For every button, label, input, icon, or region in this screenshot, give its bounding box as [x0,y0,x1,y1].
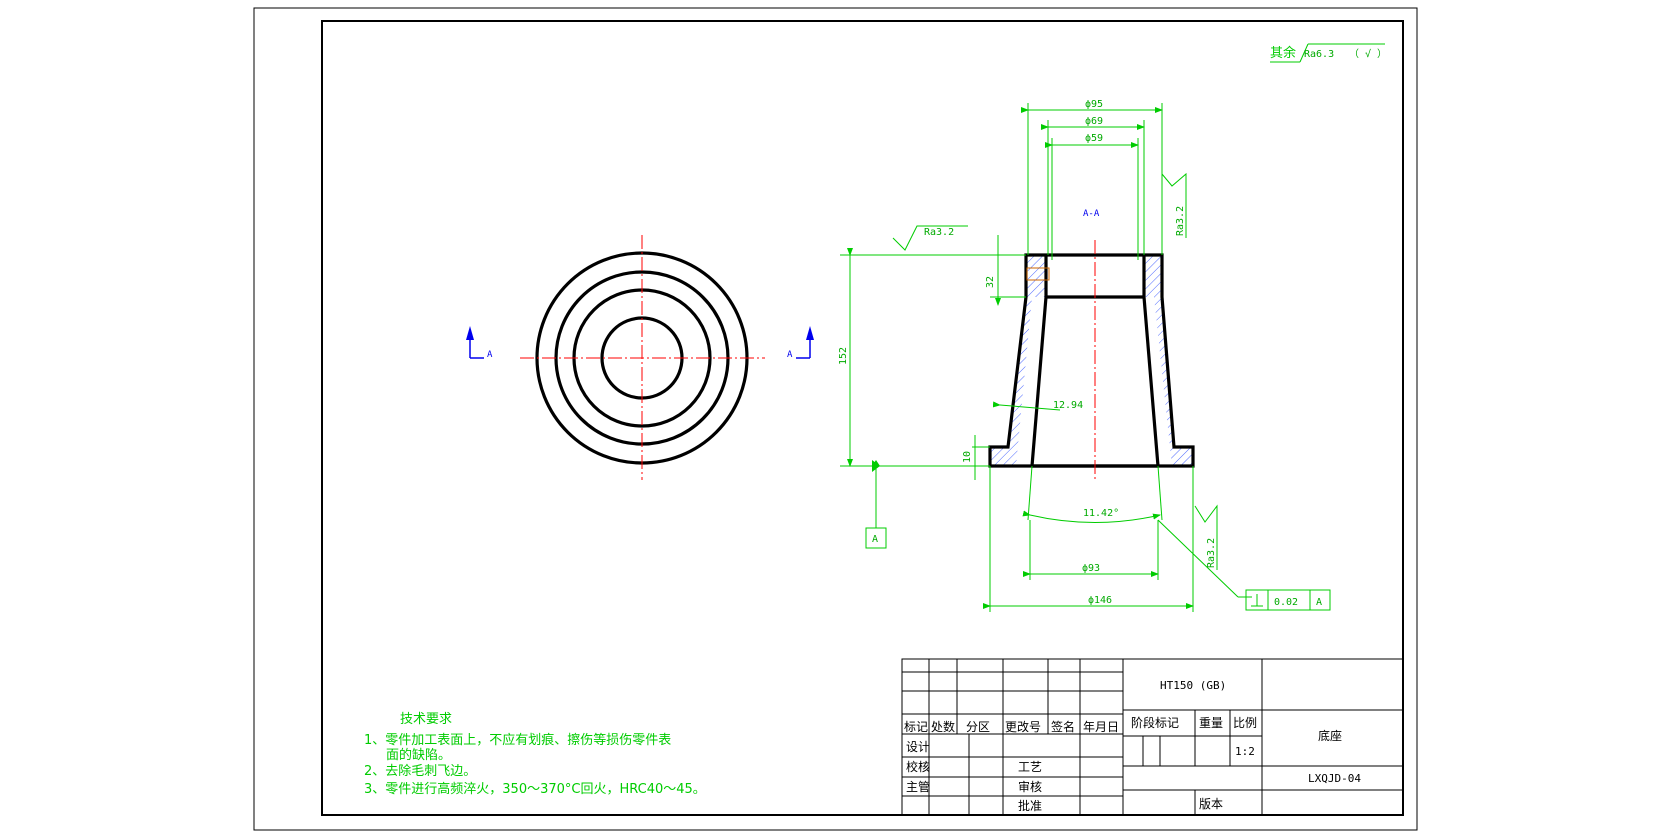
svg-text:32: 32 [985,276,996,288]
svg-text:ϕ59: ϕ59 [1085,133,1103,144]
tolerance-frame: 0.02 A [1238,589,1331,611]
svg-text:（ √ ）: （ √ ） [1349,48,1387,60]
svg-text:更改号: 更改号 [1005,720,1041,734]
svg-text:ϕ93: ϕ93 [1082,563,1100,574]
dimensions: ϕ95 ϕ69 ϕ59 152 32 10 12.94 11.42° [838,99,1194,612]
tech-title: 技术要求 [400,712,452,727]
svg-text:A: A [487,350,493,360]
svg-text:审核: 审核 [1018,779,1042,794]
outer-border [253,7,1418,831]
svg-text:Ra6.3: Ra6.3 [1304,49,1334,60]
svg-text:工艺: 工艺 [1018,760,1042,774]
svg-text:Ra3.2: Ra3.2 [924,227,954,238]
svg-text:ϕ69: ϕ69 [1085,116,1103,127]
svg-text:校核: 校核 [906,759,930,774]
svg-text:3、零件进行高频淬火，350～370°C回火，HRC40～4: 3、零件进行高频淬火，350～370°C回火，HRC40～45。 [364,781,706,797]
datum-a: A [865,460,887,549]
svg-text:主管: 主管 [906,779,930,794]
inner-frame [321,20,1404,816]
svg-text:10: 10 [962,451,973,463]
svg-text:分区: 分区 [966,720,990,734]
drawing-number: LXQJD-04 [1308,772,1361,785]
svg-text:面的缺陷。: 面的缺陷。 [386,747,451,763]
svg-text:2、去除毛刺飞边。: 2、去除毛刺飞边。 [364,764,476,779]
svg-text:签名: 签名 [1051,719,1075,734]
material: HT150 (GB) [1160,679,1226,692]
svg-text:处数: 处数 [931,719,955,734]
title-block: HT150 (GB) 底座 LXQJD-04 标记 处数 分区 更改号 签名 年… [901,658,1404,816]
roughness-left-top: Ra3.2 [892,225,968,251]
svg-text:ϕ146: ϕ146 [1088,595,1112,606]
top-view [520,235,765,480]
roughness-bottom-right: Ra3.2 [1157,504,1239,598]
svg-text:其余: 其余 [1270,45,1296,61]
surface-finish-default: 其余 Ra6.3 （ √ ） [1270,43,1387,63]
svg-text:11.42°: 11.42° [1083,508,1119,519]
svg-text:Ra3.2: Ra3.2 [1206,538,1217,568]
svg-text:重量: 重量 [1199,716,1223,730]
svg-text:A: A [872,534,878,545]
section-marker-left: A [466,326,493,360]
tech-requirements: 技术要求 1、零件加工表面上，不应有划痕、擦伤等损伤零件表 面的缺陷。 2、去除… [364,712,706,797]
roughness-right-top: Ra3.2 [1161,172,1187,238]
svg-text:1、零件加工表面上，不应有划痕、擦伤等损伤零件表: 1、零件加工表面上，不应有划痕、擦伤等损伤零件表 [364,732,671,748]
svg-text:152: 152 [838,347,849,365]
part-name: 底座 [1318,728,1342,743]
svg-text:Ra3.2: Ra3.2 [1175,206,1186,236]
svg-text:批准: 批准 [1018,798,1042,813]
section-view: A-A [988,209,1195,480]
svg-text:阶段标记: 阶段标记 [1131,715,1179,730]
svg-text:12.94: 12.94 [1053,400,1083,411]
svg-text:标记: 标记 [904,720,928,734]
svg-text:A-A: A-A [1083,209,1100,219]
svg-text:0.02: 0.02 [1274,597,1298,608]
svg-text:1:2: 1:2 [1235,745,1255,758]
section-marker-right: A [787,326,814,360]
svg-text:比例: 比例 [1233,716,1257,730]
svg-text:A: A [787,350,793,360]
svg-text:年月日: 年月日 [1083,720,1119,734]
svg-text:ϕ95: ϕ95 [1085,99,1103,110]
svg-text:A: A [1316,597,1322,608]
svg-text:版本: 版本 [1199,797,1223,811]
svg-text:设计: 设计 [906,740,930,754]
